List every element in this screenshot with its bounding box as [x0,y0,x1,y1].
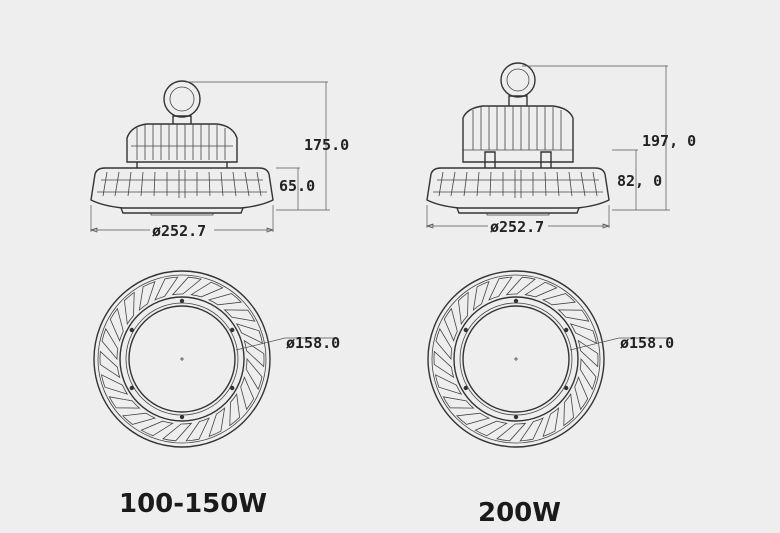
left-bottom-view [93,270,271,448]
left-diameter-outer-label: ø252.7 [152,222,206,240]
outer-rim-inner [431,274,601,444]
cooling-fin [524,281,558,298]
screw [230,327,235,333]
cooling-fin [496,422,527,442]
cooling-fin [456,412,491,425]
outer-rim [93,270,271,448]
cooling-fin [109,307,124,342]
cooling-fin [190,281,224,298]
cooling-fin [229,392,241,427]
cooling-fin [457,291,469,326]
cooling-fin [433,350,455,379]
cooling-fin [162,422,193,442]
right-dimensions [425,65,670,229]
screw [179,414,185,420]
cooling-fin [574,376,589,411]
right-wattage-caption: 200W [478,498,561,528]
left-dimensions [89,81,330,233]
left-side-view [90,80,274,216]
left-lens-leader [235,337,334,351]
cooling-fin [154,276,179,301]
screw [230,385,235,391]
inner-ring [453,296,579,422]
cooling-fin [541,293,576,306]
cooling-fin [138,280,156,311]
outer-rim [427,270,605,448]
cooling-fin [488,276,513,301]
cooling-fin [579,357,597,391]
cooling-fin [505,276,536,296]
cooling-fin [171,276,202,296]
cooling-fin [101,327,119,361]
cooling-fin [245,357,263,391]
lens [462,305,570,413]
cooling-fin [435,327,453,361]
right-height-overall-label: 197, 0 [642,132,696,150]
cooling-fin [563,392,575,427]
screw [129,327,134,333]
center-mark [514,357,518,361]
left-height-body-label: 65.0 [279,177,315,195]
cooling-fin [577,339,599,368]
inner-ring [119,296,245,422]
cooling-fin [108,396,141,409]
cooling-fin [443,307,458,342]
cooling-fin [519,417,544,442]
right-diameter-outer-label: ø252.7 [490,218,544,236]
cooling-fin [243,339,265,368]
screw [463,385,468,391]
cooling-fin [434,374,463,395]
cooling-fin [442,396,475,409]
right-lens-diameter-label: ø158.0 [620,334,674,352]
cooling-fin [542,407,560,438]
cooling-fin [123,291,135,326]
outer-rim-inner [97,274,267,444]
screw [513,414,519,420]
screw [564,327,569,333]
cooling-fin [223,309,256,322]
screw [129,385,134,391]
lens [128,305,236,413]
cooling-fin [99,350,121,379]
screw [513,298,519,304]
cooling-fin [140,420,174,437]
cooling-fin [207,293,242,306]
center-mark [180,357,184,361]
screw [463,327,468,333]
screw [564,385,569,391]
right-height-body-label: 82, 0 [617,172,662,190]
right-side-view [426,62,610,216]
cooling-fin [122,412,157,425]
cooling-fin [185,417,210,442]
cooling-fin [100,374,129,395]
cooling-fin [240,376,255,411]
cooling-fin [557,309,590,322]
left-wattage-caption: 100-150W [119,489,267,519]
cooling-fin [472,280,490,311]
right-bottom-view [427,270,605,448]
screw [179,298,185,304]
cooling-fin [208,407,226,438]
right-lens-leader [569,337,668,351]
left-height-overall-label: 175.0 [304,136,349,154]
left-lens-diameter-label: ø158.0 [286,334,340,352]
cooling-fin [474,420,508,437]
